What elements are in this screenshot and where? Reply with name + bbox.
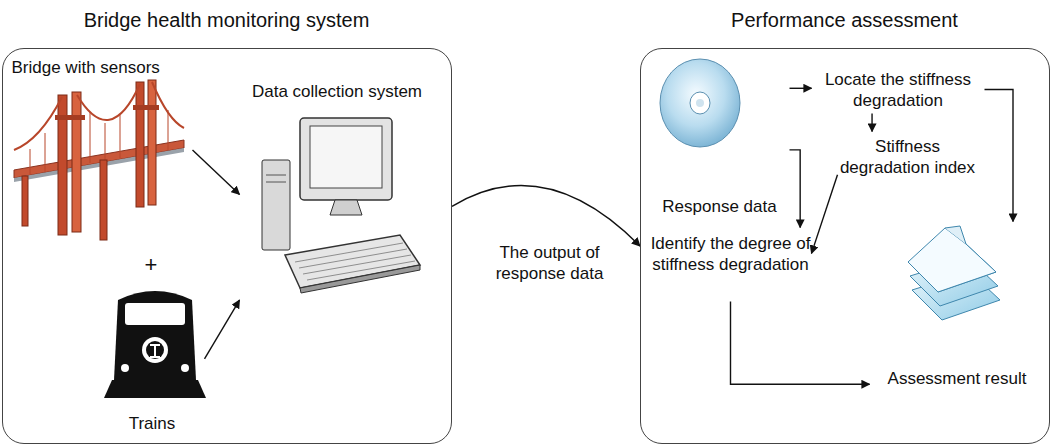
arrow-connector xyxy=(871,114,872,132)
node-label: Bridge with sensors xyxy=(12,57,190,78)
node-label: Stiffness degradation index xyxy=(838,136,978,178)
node-label: Trains xyxy=(100,413,205,434)
process-text: Identify the degree of stiffness degrada… xyxy=(650,228,812,302)
bridge-icon xyxy=(14,80,184,240)
node-label: Locate the stiffness degradation xyxy=(812,69,985,111)
train-icon xyxy=(104,291,206,398)
data-node: Response data xyxy=(650,58,790,220)
arrow-connector xyxy=(790,150,801,228)
node-label: Data collection system xyxy=(242,81,433,102)
panel: Bridge health monitoring systemBridge wi… xyxy=(2,48,452,444)
plus-sign: + xyxy=(140,252,162,278)
arrow-connector xyxy=(193,150,240,194)
node-label: Identify the degree of stiffness degrada… xyxy=(650,233,812,275)
disc-icon xyxy=(660,59,740,147)
panel-title: Performance assessment xyxy=(640,8,1050,32)
process-text: Stiffness degradation index xyxy=(838,132,978,184)
train-node: Trains xyxy=(100,285,205,440)
edge-label: The output of response data xyxy=(487,242,612,284)
arrow-connector xyxy=(452,186,640,246)
panel-title: Bridge health monitoring system xyxy=(2,8,452,32)
arrow-connector xyxy=(985,90,1014,222)
node-label: Response data xyxy=(650,196,790,217)
node-label: Assessment result xyxy=(870,368,1045,389)
arrow-connector xyxy=(731,302,870,385)
computer-icon xyxy=(262,118,420,293)
result-node: Assessment result xyxy=(870,222,1045,397)
arrow-connector xyxy=(205,300,240,359)
process-text: Locate the stiffness degradation xyxy=(812,66,985,114)
bridge-node: Bridge with sensors xyxy=(8,55,193,250)
arrow-connector xyxy=(790,88,812,89)
documents-icon xyxy=(908,226,1000,320)
computer-node: Data collection system xyxy=(240,75,435,315)
panel: Performance assessmentResponse dataLocat… xyxy=(640,48,1050,444)
arrow-connector xyxy=(812,175,838,254)
